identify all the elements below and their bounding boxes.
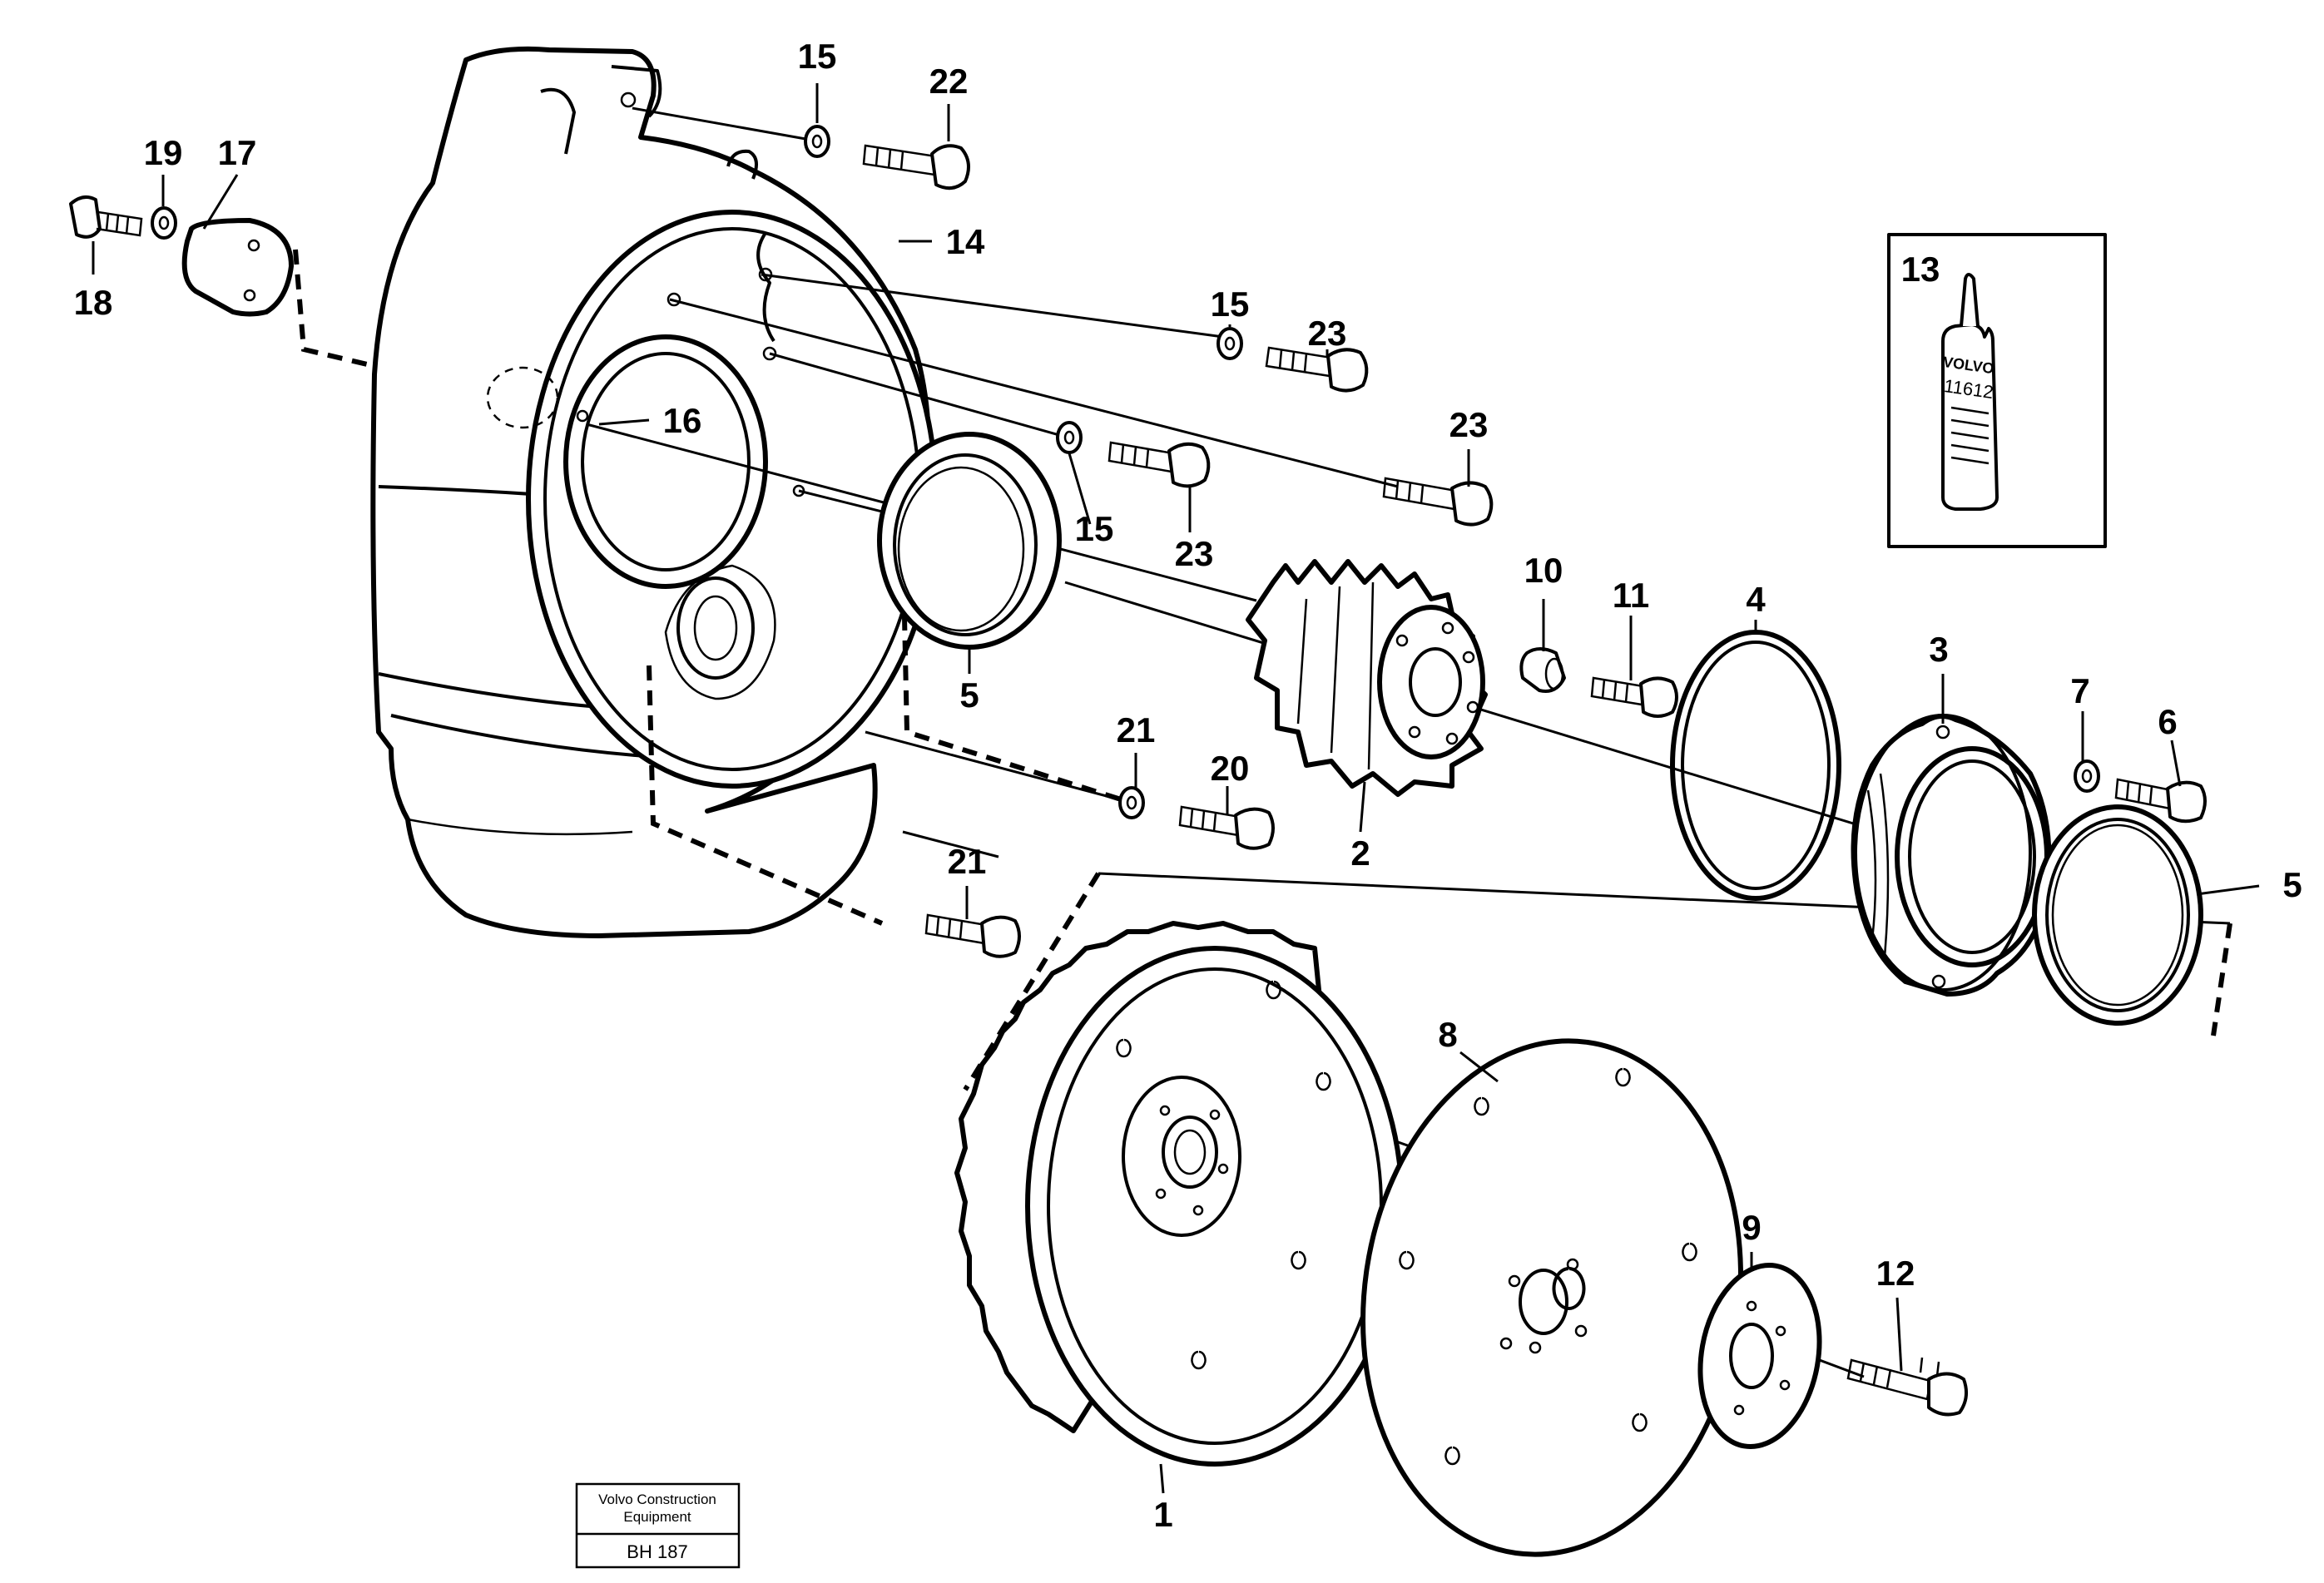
callout-15: 15	[1075, 509, 1114, 548]
callout-21: 21	[948, 842, 987, 881]
callout-8: 8	[1438, 1015, 1457, 1054]
bolt-18	[69, 195, 143, 239]
callout-19: 19	[144, 133, 183, 172]
callout-23: 23	[1175, 534, 1214, 573]
callout-17: 17	[218, 133, 257, 172]
flywheel-housing	[370, 46, 939, 938]
bearing-housing-3	[1851, 714, 2052, 997]
callout-11: 11	[1613, 576, 1649, 615]
spacer-10	[1519, 647, 1566, 693]
callout-1: 1	[1153, 1495, 1172, 1534]
callout-15: 15	[1211, 284, 1250, 324]
washer-19	[151, 206, 177, 240]
callout-20: 20	[1211, 749, 1250, 788]
callout-18: 18	[74, 283, 113, 322]
callout-2: 2	[1350, 834, 1370, 873]
seal-ring-5b	[2032, 804, 2203, 1026]
publisher-stamp: Volvo Construction Equipment BH 187	[575, 1482, 741, 1569]
bolt-23b	[1382, 477, 1494, 527]
callout-23: 23	[1308, 314, 1347, 353]
cover-plate	[181, 218, 294, 317]
flywheel	[954, 921, 1405, 1467]
callout-leaders	[92, 83, 2260, 1494]
bolt-12	[1846, 1357, 1969, 1417]
washer-15a	[804, 125, 830, 158]
callout-labels: 15 22 19 17 18 14 15 23 23 16 15 23 5 10…	[74, 37, 2302, 1534]
callout-5: 5	[2282, 865, 2302, 904]
bolt-11	[1590, 676, 1678, 718]
bolt-23a	[1265, 346, 1369, 393]
callout-16: 16	[663, 401, 702, 440]
callout-23: 23	[1449, 405, 1489, 444]
callout-4: 4	[1746, 580, 1766, 619]
callout-21: 21	[1117, 710, 1156, 749]
bolt-22	[862, 144, 970, 190]
drive-gear	[1246, 559, 1488, 797]
flex-plate	[1360, 1038, 1743, 1557]
callout-9: 9	[1742, 1208, 1761, 1247]
sealant-inset	[1887, 233, 2107, 548]
callout-22: 22	[929, 62, 969, 101]
washer-15b	[1217, 327, 1243, 360]
stamp-ref: BH 187	[627, 1541, 687, 1562]
callout-14: 14	[946, 222, 985, 261]
callout-6: 6	[2158, 702, 2177, 741]
o-ring-4	[1670, 630, 1841, 901]
stamp-line-2: Equipment	[623, 1509, 691, 1525]
bolt-23c	[1107, 441, 1211, 488]
bolt-21b	[924, 913, 1021, 958]
washer-21a	[1118, 786, 1145, 819]
callout-12: 12	[1876, 1254, 1915, 1293]
washer-15c	[1056, 421, 1083, 454]
washer-7	[2074, 759, 2100, 793]
bolt-20	[1178, 805, 1275, 850]
callout-7: 7	[2070, 671, 2089, 710]
bolt-6	[2114, 778, 2207, 824]
callout-15: 15	[798, 37, 837, 76]
seal-ring-5a	[877, 432, 1062, 650]
hub-disc	[1697, 1262, 1822, 1450]
callout-13: 13	[1901, 250, 1940, 289]
callout-5: 5	[959, 675, 979, 715]
callout-10: 10	[1524, 551, 1563, 590]
callout-3: 3	[1929, 630, 1948, 669]
stamp-line-1: Volvo Construction	[598, 1491, 716, 1507]
